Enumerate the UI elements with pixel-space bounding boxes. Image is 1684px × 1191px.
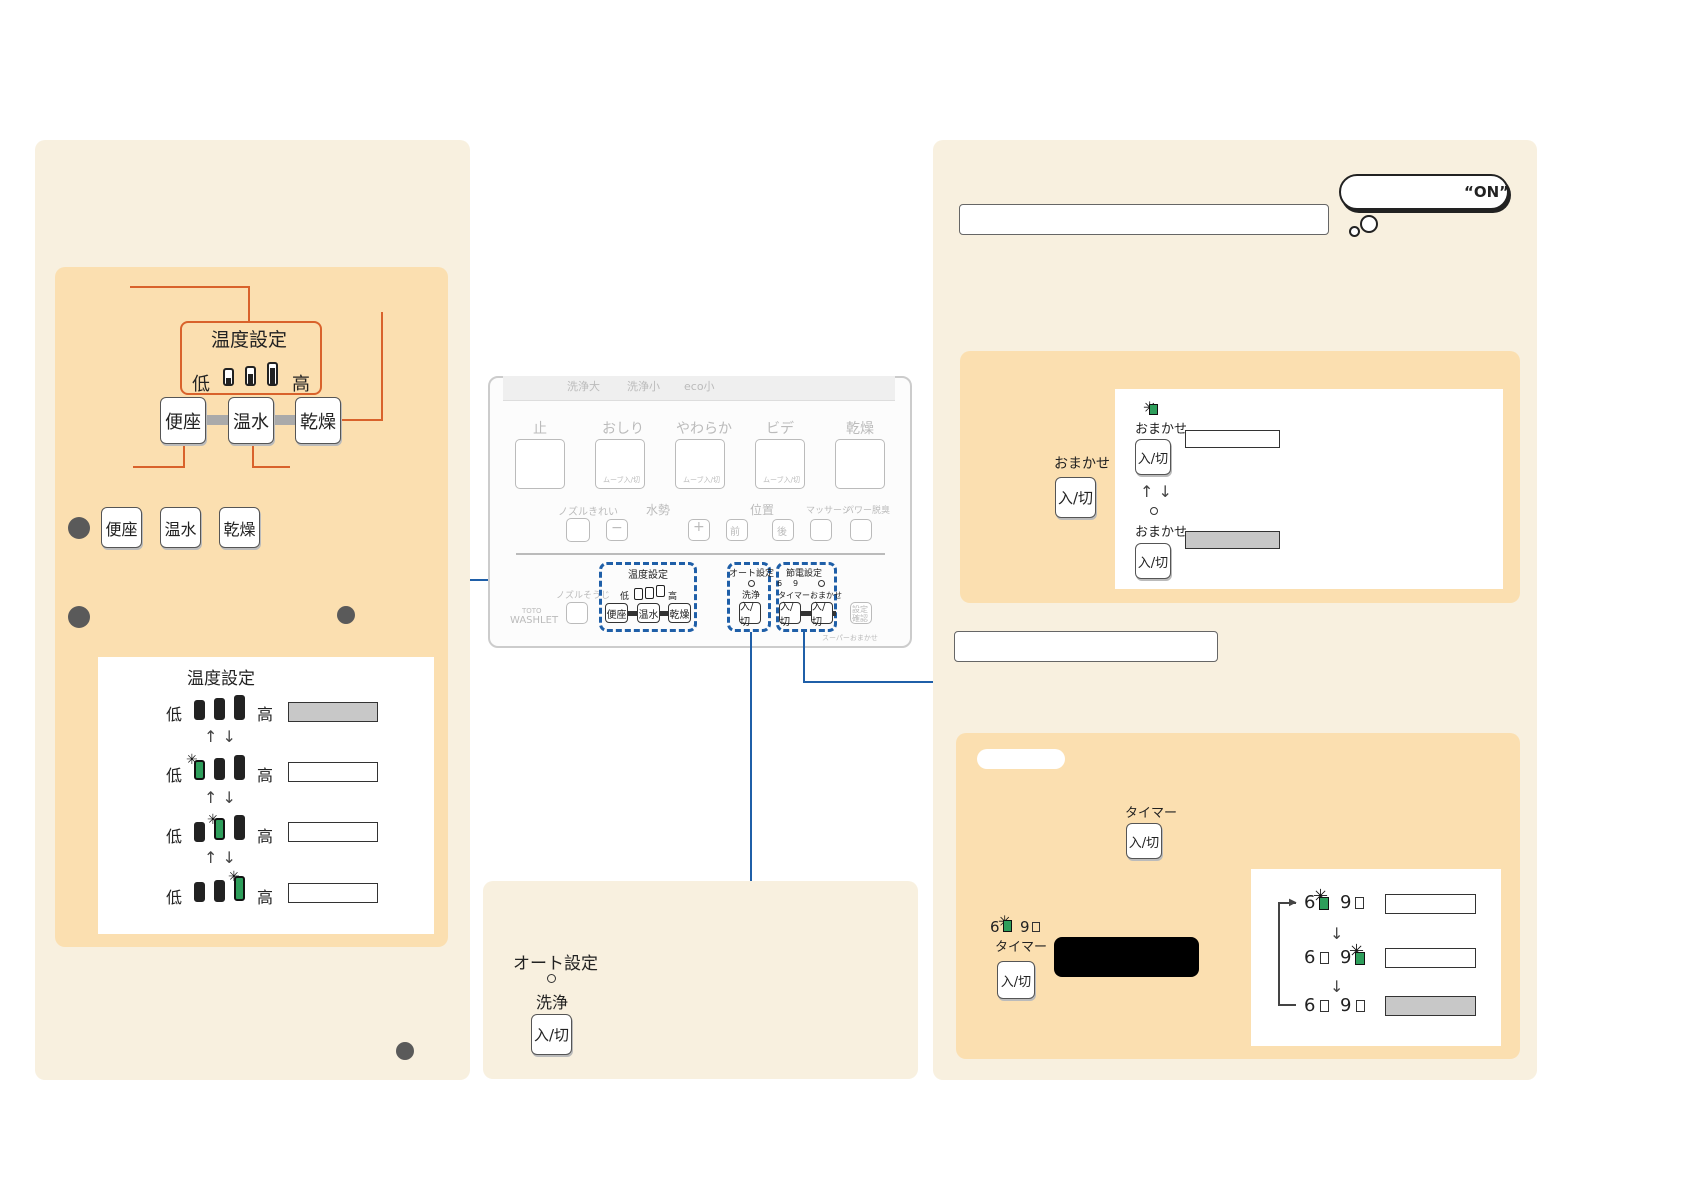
header-input-box	[959, 204, 1329, 235]
omakase-off-value	[1185, 531, 1280, 549]
temp-high-label: 高	[292, 374, 310, 395]
blinking-level-icon	[234, 876, 245, 901]
nozzle-clean-button[interactable]	[566, 518, 590, 542]
omakase-legend-box	[1115, 389, 1503, 589]
on-speech-bubble	[1339, 174, 1509, 210]
flush-small-button[interactable]: 洗浄小	[627, 380, 660, 393]
seat-button-small[interactable]: 便座	[101, 507, 142, 548]
auto-setting-group	[727, 562, 771, 632]
panel-seat-button[interactable]: 便座	[605, 603, 628, 623]
legend-value-mid	[288, 822, 378, 842]
on-label: “ON”	[1464, 183, 1510, 201]
level-icon	[234, 695, 245, 720]
legend-value-high	[288, 883, 378, 903]
wash-label: 洗浄	[536, 993, 569, 1012]
omakase-on-value	[1185, 430, 1280, 448]
flush-large-button[interactable]: 洗浄大	[567, 380, 600, 393]
dry-button[interactable]: 乾燥	[295, 397, 341, 444]
mid-input-box	[954, 631, 1218, 662]
yawaraka-button[interactable]	[675, 439, 725, 489]
eco-small-button[interactable]: eco小	[684, 380, 715, 393]
timer-label: タイマー	[1125, 806, 1178, 821]
auto-wash-toggle-button[interactable]: 入/切	[531, 1014, 572, 1055]
water-button-small[interactable]: 温水	[160, 507, 201, 548]
omakase-toggle-button[interactable]: 入/切	[1055, 477, 1096, 518]
oshiri-button[interactable]	[595, 439, 645, 489]
panel-timer-toggle[interactable]: 入/切	[779, 602, 801, 628]
temp-level-1-icon	[223, 368, 234, 386]
position-front-button[interactable]	[726, 519, 748, 541]
water-button[interactable]: 温水	[228, 397, 274, 444]
power-save-group	[776, 562, 837, 632]
panel-water-button[interactable]: 温水	[637, 603, 660, 623]
footnote-bullet	[396, 1042, 414, 1060]
washlet-control-panel	[488, 376, 912, 648]
stop-button[interactable]	[515, 439, 565, 489]
pressure-up-button[interactable]	[688, 519, 710, 541]
timer-toggle-button[interactable]: 入/切	[1126, 823, 1162, 859]
auto-setting-title: オート設定	[513, 954, 598, 974]
timer-off-value	[1385, 996, 1476, 1016]
settings-confirm-button[interactable]	[850, 602, 872, 624]
temp-setting-group	[599, 562, 697, 632]
timer-six-value	[1385, 894, 1476, 914]
step-bullet-1	[68, 517, 90, 539]
legend-value-low	[288, 762, 378, 782]
dry-panel-button[interactable]	[835, 439, 885, 489]
legend-value-off	[288, 702, 378, 722]
temp-legend-title: 温度設定	[187, 669, 255, 689]
nozzle-wash-button[interactable]	[566, 602, 588, 624]
temp-low-label: 低	[192, 374, 210, 395]
step-bullet-3	[337, 606, 355, 624]
level-icon	[194, 700, 205, 720]
omakase-on-button[interactable]: 入/切	[1135, 439, 1171, 475]
level-icon	[214, 698, 225, 720]
panel-dry-button[interactable]: 乾燥	[668, 603, 691, 623]
seat-button[interactable]: 便座	[160, 397, 206, 444]
timer-tag	[977, 749, 1065, 769]
pressure-down-button[interactable]	[606, 519, 628, 541]
blinking-level-icon	[214, 818, 225, 840]
bidet-button[interactable]	[755, 439, 805, 489]
panel-omakase-toggle[interactable]: 入/切	[811, 602, 833, 628]
timer-select-button[interactable]: 入/切	[997, 961, 1035, 999]
power-deodorize-button[interactable]	[850, 519, 872, 541]
dry-button-small[interactable]: 乾燥	[219, 507, 260, 548]
omakase-label: おまかせ	[1054, 456, 1110, 472]
massage-button[interactable]	[810, 519, 832, 541]
blinking-level-icon	[194, 760, 205, 780]
position-back-button[interactable]	[772, 519, 794, 541]
omakase-off-button[interactable]: 入/切	[1135, 543, 1171, 579]
timer-nine-value	[1385, 948, 1476, 968]
temp-setting-title: 温度設定	[211, 329, 288, 351]
timer-redacted-box	[1054, 937, 1199, 977]
panel-auto-wash-toggle[interactable]: 入/切	[739, 602, 761, 628]
step-bullet-2	[68, 606, 90, 628]
temp-legend-box	[98, 657, 434, 934]
